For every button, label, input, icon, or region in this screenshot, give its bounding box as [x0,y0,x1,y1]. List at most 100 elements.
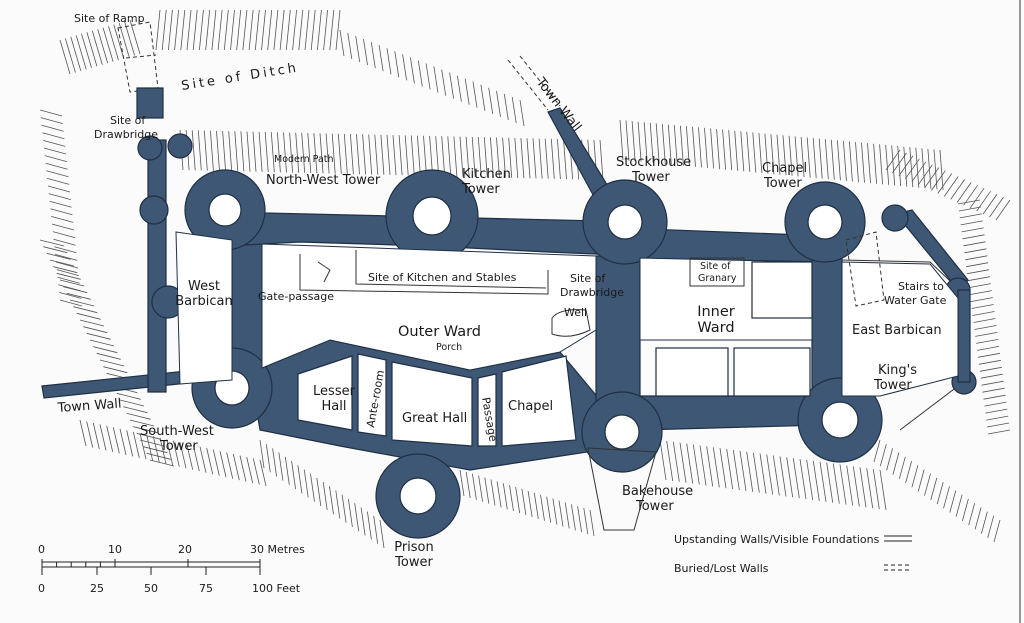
hatch-line [205,9,211,51]
hatch-line [410,135,415,176]
hatch-line [806,459,814,501]
hatch-line [295,132,300,173]
hatch-line [550,138,555,179]
hatch-line [246,456,254,484]
scale-metres-30: 30 Metres [250,543,305,556]
hall-range [297,353,577,447]
hatch-line [319,133,324,174]
hatch-line [905,158,920,180]
hatch-line [936,481,944,505]
label-site-of-drawbridge-c-2: Drawbridge [560,286,624,299]
hatch-line [680,125,684,166]
hatch-line [166,439,174,466]
hatch-line [44,155,67,162]
hatch-line [792,458,800,499]
hatch-line [379,519,385,549]
hatch-line [800,136,805,178]
hatch-line [370,42,376,69]
hatch-line [891,145,896,186]
hatch-line [63,286,88,294]
wards [175,231,959,397]
hatch-line [261,9,266,51]
hatch-line [961,227,984,233]
well-structure [551,309,591,337]
label-lesser-hall-1: Lesser [313,384,356,399]
hatch-line [939,149,944,191]
hatch-line [995,199,1011,221]
hatch-line [866,468,874,509]
label-site-of-granary-1: Site of [700,261,731,272]
hatch-line [819,461,827,502]
hatch-line [552,498,558,525]
hatch-line [496,90,501,117]
label-site-of-ramp: Site of Ramp [74,12,145,25]
label-chapel-tower-2: Tower [763,176,802,191]
hatch-line [686,126,690,167]
hatch-line [924,167,940,188]
hatch-line [965,255,988,261]
hatch-line [447,136,452,177]
hatch-line [786,457,794,498]
hatch-line [483,137,488,178]
hatch-line [770,134,775,175]
ditch-slope-hatching [39,9,1011,549]
hatch-line [710,128,714,169]
hatch-line [812,138,817,179]
hatch-line [544,138,549,179]
hatch-line [40,117,63,124]
hatch-line [79,419,87,447]
hatch-line [533,492,539,519]
hatch-line [969,187,985,209]
hatch-line [503,93,509,120]
hatch-line [898,456,906,479]
hatch-line [949,490,957,513]
hatch-line [197,130,202,171]
hatch-line [984,401,1007,407]
hatch-line [402,54,407,81]
hatch-line [252,458,260,485]
hatch-line [219,451,227,478]
hatch-line [222,130,226,172]
legend-buried-label: Buried/Lost Walls [674,562,769,575]
label-site-of-drawbridge-w-2: Drawbridge [94,128,158,141]
hatch-line [51,216,74,223]
hatch-line [496,481,502,508]
hatch-line [449,72,454,99]
hatch-line [839,464,847,505]
hatch-line [429,135,433,176]
hatch-line [425,63,431,90]
hatch-line [532,138,537,179]
hatch-line [75,35,87,70]
hatch-line [59,39,71,75]
hatch-line [496,137,500,178]
hatch-line [955,494,963,517]
hatch-line [99,359,125,367]
hatch-line [659,439,667,481]
hatch-line [435,136,440,177]
hatch-line [423,135,427,176]
hatch-line [666,440,674,481]
label-bakehouse-tower-1: Bakehouse [622,484,693,499]
hatch-line [509,485,514,512]
hatch-line [577,506,582,533]
hatch-line [354,503,360,532]
hatch-line [759,453,767,494]
hatch-line [589,509,595,537]
hatch-line [373,515,379,544]
hatch-line [216,130,220,171]
hatch-line [53,238,76,246]
hatch-line [50,208,73,216]
hatch-line [490,137,494,178]
outer-ward-area [261,243,597,371]
hatch-line [168,9,173,51]
hatch-line [118,22,130,58]
hatch-line [199,446,207,473]
hatch-line [66,292,91,300]
label-inner-ward-1: Inner [697,304,735,320]
hatch-line [325,133,330,174]
ramp-and-drawbridge [117,21,164,119]
hatch-line [350,134,354,175]
hatch-line [57,276,80,284]
label-south-west-tower-1: South-West [140,424,214,439]
hatch-line [982,193,998,215]
